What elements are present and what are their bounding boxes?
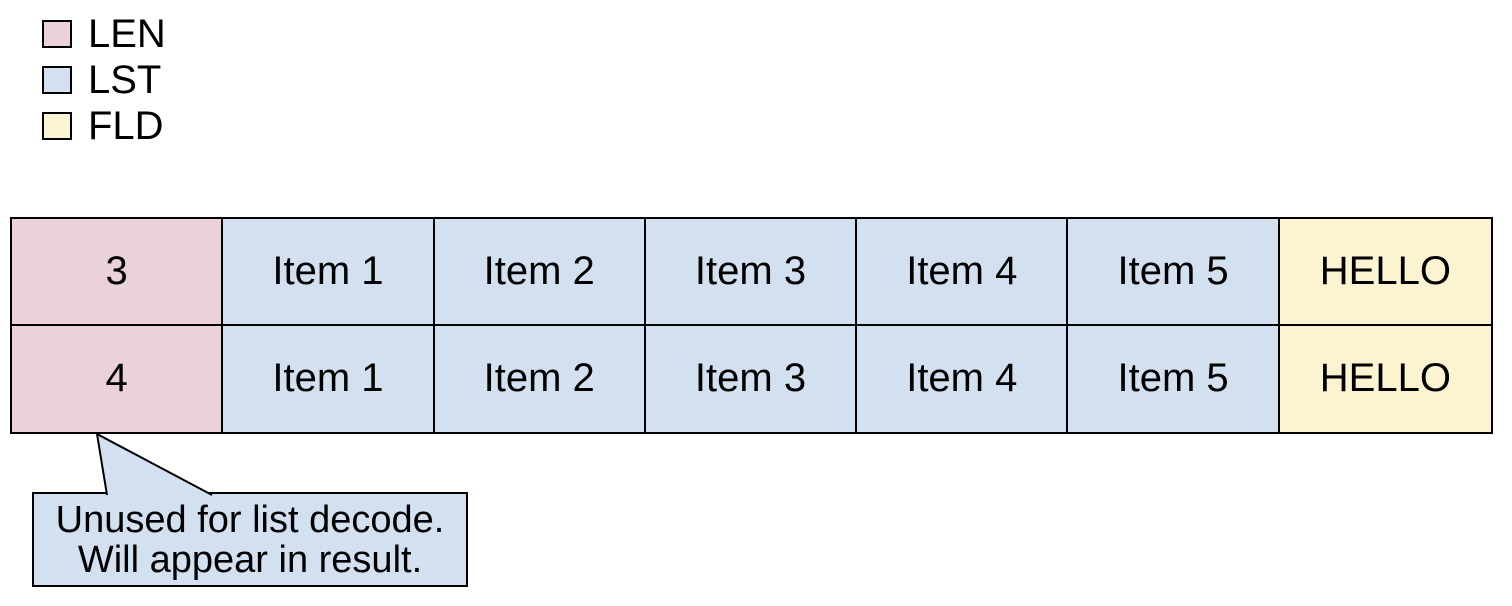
lst-cell: Item 3	[645, 325, 858, 432]
len-swatch	[42, 20, 72, 48]
lst-cell: Item 2	[434, 325, 646, 432]
callout-line-2: Will appear in result.	[77, 538, 423, 581]
lst-swatch	[42, 66, 72, 94]
legend-label-lst: LST	[88, 58, 162, 102]
len-cell: 4	[12, 325, 224, 432]
lst-cell: Item 4	[857, 219, 1069, 326]
lst-cell: Item 5	[1068, 219, 1280, 326]
legend-item-lst: LST	[42, 57, 166, 103]
fld-cell: HELLO	[1279, 219, 1491, 326]
memory-layout-table: 3 Item 1 Item 2 Item 3 Item 4 Item 5 HEL…	[10, 217, 1493, 434]
lst-cell: Item 1	[223, 219, 435, 326]
legend-item-fld: FLD	[42, 103, 166, 149]
legend: LEN LST FLD	[42, 11, 166, 149]
callout-bubble: Unused for list decode. Will appear in r…	[32, 492, 468, 587]
legend-item-len: LEN	[42, 11, 166, 57]
callout-line-1: Unused for list decode.	[55, 498, 445, 541]
fld-cell: HELLO	[1279, 325, 1491, 432]
lst-cell: Item 1	[223, 325, 435, 432]
lst-cell: Item 3	[645, 219, 858, 326]
legend-label-fld: FLD	[88, 104, 164, 148]
lst-cell: Item 4	[857, 325, 1069, 432]
lst-cell: Item 5	[1068, 325, 1280, 432]
len-cell: 3	[12, 219, 224, 326]
lst-cell: Item 2	[434, 219, 646, 326]
fld-swatch	[42, 112, 72, 140]
legend-label-len: LEN	[88, 12, 166, 56]
